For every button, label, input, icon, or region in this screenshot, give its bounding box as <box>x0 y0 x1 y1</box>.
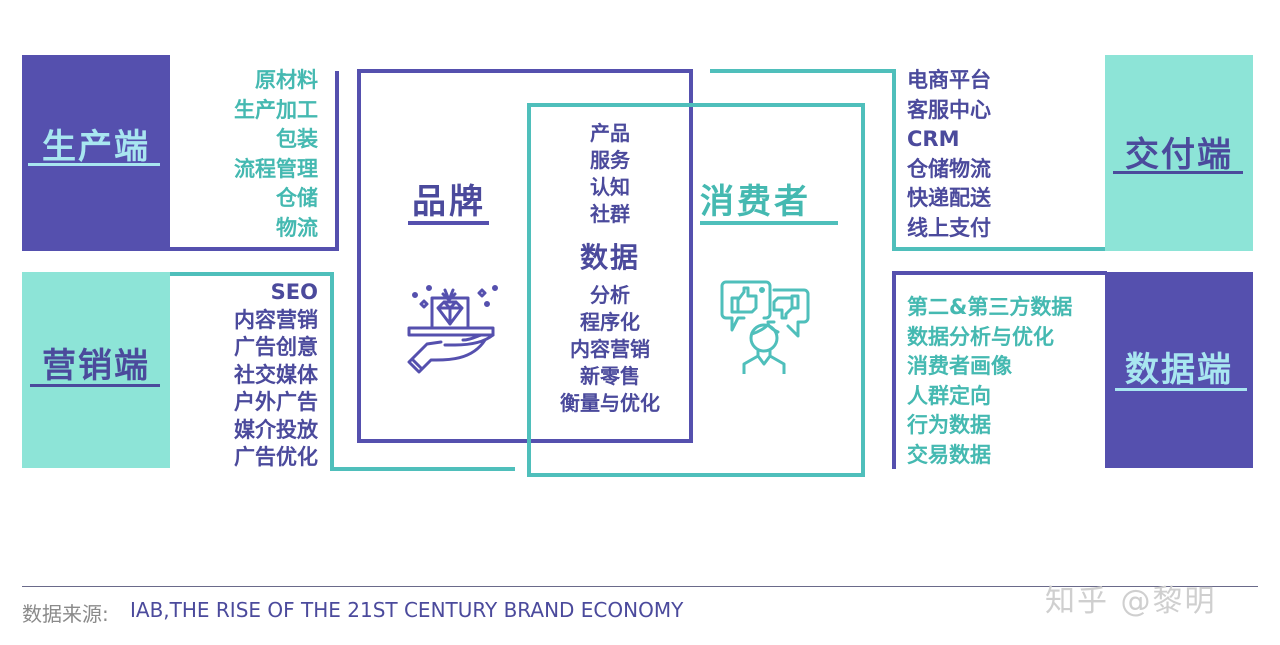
delivery-title: 交付端 <box>1125 135 1233 175</box>
delivery-list: 电商平台 客服中心 CRM 仓储物流 快递配送 线上支付 <box>907 66 1087 243</box>
marketing-item: 媒介投放 <box>234 417 318 442</box>
brand-title: 品牌 <box>412 182 486 222</box>
footer-divider <box>22 586 1258 587</box>
center-heading: 数据 <box>579 241 640 274</box>
delivery-title-underline <box>1113 171 1243 174</box>
data-bracket-vertical <box>892 271 896 469</box>
production-item: 物流 <box>276 215 318 240</box>
marketing-list: SEO 内容营销 广告创意 社交媒体 户外广告 媒介投放 广告优化 <box>180 279 318 472</box>
delivery-item: CRM <box>907 127 960 151</box>
center-item: 内容营销 <box>570 337 650 361</box>
data-end-item: 数据分析与优化 <box>907 324 1054 349</box>
center-item: 社群 <box>590 202 630 226</box>
production-item: 仓储 <box>276 186 318 210</box>
marketing-bracket-top <box>170 272 334 276</box>
marketing-item: 社交媒体 <box>234 362 318 387</box>
marketing-bracket-vertical <box>330 272 334 470</box>
center-item: 服务 <box>590 148 630 172</box>
data-end-box: 数据端 <box>1105 272 1253 468</box>
delivery-bracket-bottom <box>892 247 1132 251</box>
watermark: 知乎 @黎明 <box>1045 584 1217 619</box>
delivery-bracket-vertical <box>892 69 896 251</box>
delivery-item: 线上支付 <box>907 215 991 240</box>
marketing-item: 内容营销 <box>234 307 318 332</box>
marketing-item: SEO <box>270 280 318 304</box>
data-bracket-top <box>892 271 1107 275</box>
delivery-item: 仓储物流 <box>907 156 991 181</box>
marketing-title-underline <box>30 384 160 387</box>
gift-diamond-hand-icon <box>405 278 501 374</box>
data-end-item: 行为数据 <box>907 413 991 437</box>
center-item: 产品 <box>590 121 630 145</box>
production-item: 生产加工 <box>234 97 318 122</box>
brand-frame <box>357 69 693 443</box>
source-label: 数据来源: <box>22 602 109 626</box>
marketing-item: 广告优化 <box>234 445 318 469</box>
marketing-bracket-bottom <box>330 467 515 471</box>
production-item: 流程管理 <box>234 156 318 181</box>
delivery-box: 交付端 <box>1105 55 1253 251</box>
consumer-frame <box>527 103 865 477</box>
production-item: 包装 <box>276 127 318 151</box>
delivery-item: 快递配送 <box>907 186 991 210</box>
production-item: 原材料 <box>255 68 318 92</box>
data-end-title: 数据端 <box>1125 350 1233 390</box>
data-end-item: 第二&第三方数据 <box>907 295 1073 319</box>
marketing-item: 广告创意 <box>234 335 318 359</box>
center-item: 认知 <box>590 175 630 199</box>
production-bracket-vertical <box>335 71 339 251</box>
data-end-item: 交易数据 <box>907 442 991 467</box>
center-top-list: 产品 服务 认知 社群 <box>560 120 660 228</box>
data-end-item: 人群定向 <box>907 383 991 408</box>
center-item: 衡量与优化 <box>560 391 660 415</box>
person-feedback-icon <box>718 278 810 376</box>
center-bottom-list: 分析 程序化 内容营销 新零售 衡量与优化 <box>540 282 680 417</box>
production-title-underline <box>28 163 160 166</box>
production-bracket-bottom <box>170 247 339 251</box>
marketing-box: 营销端 <box>22 272 170 468</box>
data-end-title-underline <box>1115 388 1247 391</box>
consumer-title-underline <box>700 221 838 225</box>
production-title: 生产端 <box>42 127 150 167</box>
data-end-list: 第二&第三方数据 数据分析与优化 消费者画像 人群定向 行为数据 交易数据 <box>907 293 1107 470</box>
center-item: 程序化 <box>580 310 640 334</box>
brand-title-underline <box>408 221 489 225</box>
center-item: 新零售 <box>580 364 640 388</box>
data-end-item: 消费者画像 <box>907 354 1012 378</box>
delivery-item: 电商平台 <box>907 68 991 92</box>
delivery-bracket-top <box>710 69 896 73</box>
center-item: 分析 <box>590 283 630 307</box>
delivery-item: 客服中心 <box>907 97 991 122</box>
production-list: 原材料 生产加工 包装 流程管理 仓储 物流 <box>180 66 318 243</box>
consumer-title: 消费者 <box>700 182 811 222</box>
marketing-title: 营销端 <box>42 346 150 386</box>
source-text: IAB,THE RISE OF THE 21ST CENTURY BRAND E… <box>130 598 684 622</box>
production-box: 生产端 <box>22 55 170 251</box>
marketing-item: 户外广告 <box>234 390 318 414</box>
